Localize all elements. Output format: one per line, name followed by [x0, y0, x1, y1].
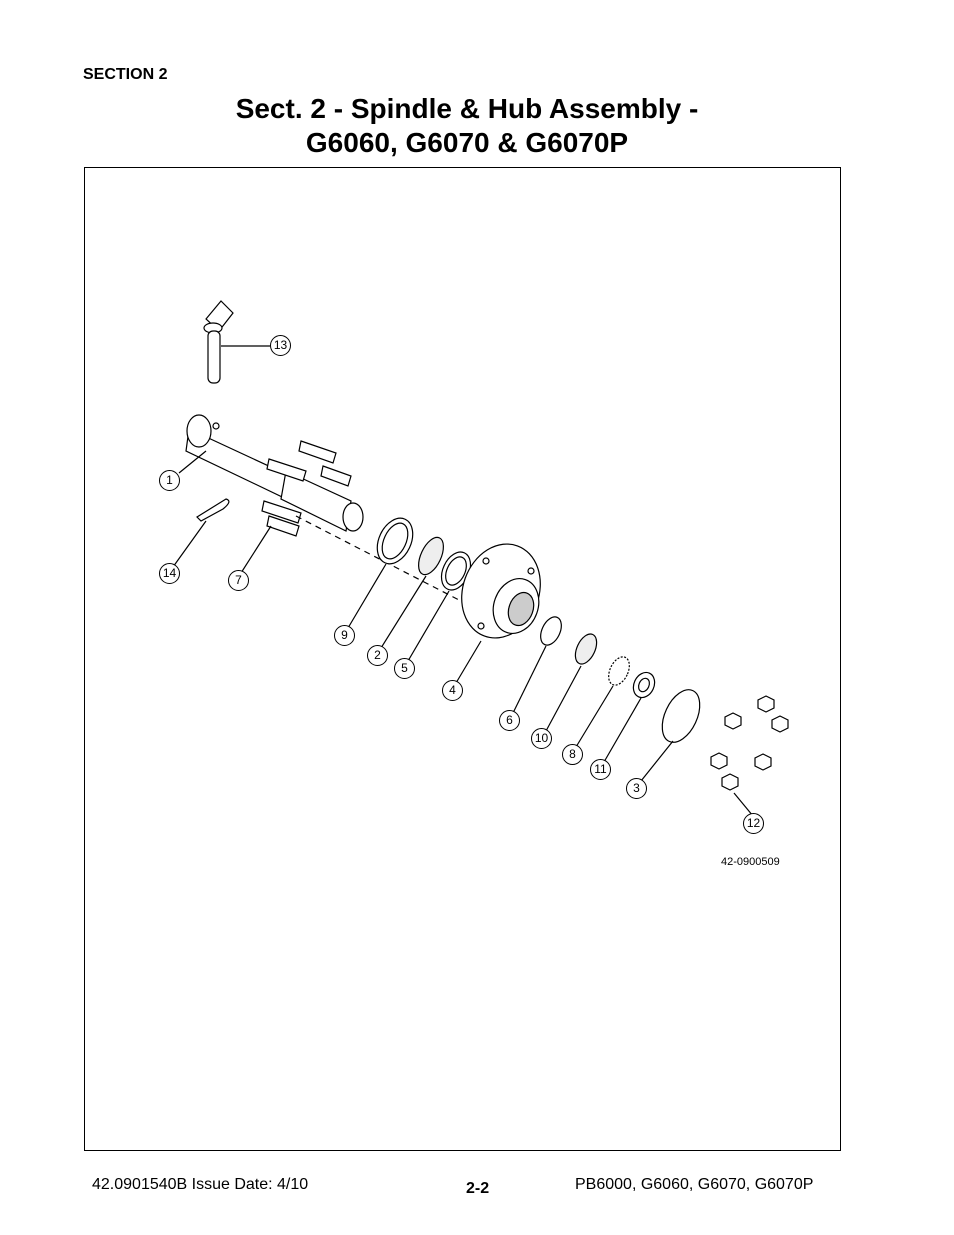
part-6 [540, 616, 562, 646]
callout-10: 10 [531, 728, 552, 749]
page-title: Sect. 2 - Spindle & Hub Assembly - G6060… [0, 92, 934, 160]
part-bearing-cone [418, 536, 444, 576]
part-8 [608, 656, 630, 686]
part-bolts [261, 440, 352, 537]
part-hub [461, 543, 541, 639]
part-hitch-pin [203, 300, 234, 384]
diagram-frame: 13 1 14 7 9 2 5 4 6 10 8 11 3 12 42-0900… [84, 167, 841, 1151]
callout-2: 2 [367, 645, 388, 666]
title-line-2: G6060, G6070 & G6070P [305, 127, 629, 158]
part-nuts [710, 695, 789, 791]
callout-6: 6 [499, 710, 520, 731]
part-bearing-cup [440, 551, 472, 591]
drawing-number: 42-0900509 [721, 856, 780, 868]
centerline [295, 515, 462, 602]
footer-models: PB6000, G6060, G6070, G6070P [575, 1176, 814, 1193]
part-cotter-pin [196, 498, 230, 522]
callout-1: 1 [159, 470, 180, 491]
part-10 [574, 633, 598, 665]
section-label: SECTION 2 [83, 66, 168, 83]
callout-7: 7 [228, 570, 249, 591]
part-dust-cap [661, 689, 701, 743]
exploded-parts-diagram [172, 300, 789, 817]
title-line-1: Sect. 2 - Spindle & Hub Assembly - [235, 93, 699, 124]
footer-doc-id: 42.0901540B Issue Date: 4/10 [92, 1176, 309, 1193]
callout-11: 11 [590, 759, 611, 780]
callout-4: 4 [442, 680, 463, 701]
part-spindle [185, 414, 364, 532]
callout-3: 3 [626, 778, 647, 799]
leader-lines [172, 345, 754, 817]
part-11 [632, 671, 656, 699]
callout-9: 9 [334, 625, 355, 646]
callout-13: 13 [270, 335, 291, 356]
callout-8: 8 [562, 744, 583, 765]
part-seal [376, 517, 414, 565]
callout-14: 14 [159, 563, 180, 584]
callout-12: 12 [743, 813, 764, 834]
callout-5: 5 [394, 658, 415, 679]
footer-page-number: 2-2 [466, 1180, 490, 1197]
